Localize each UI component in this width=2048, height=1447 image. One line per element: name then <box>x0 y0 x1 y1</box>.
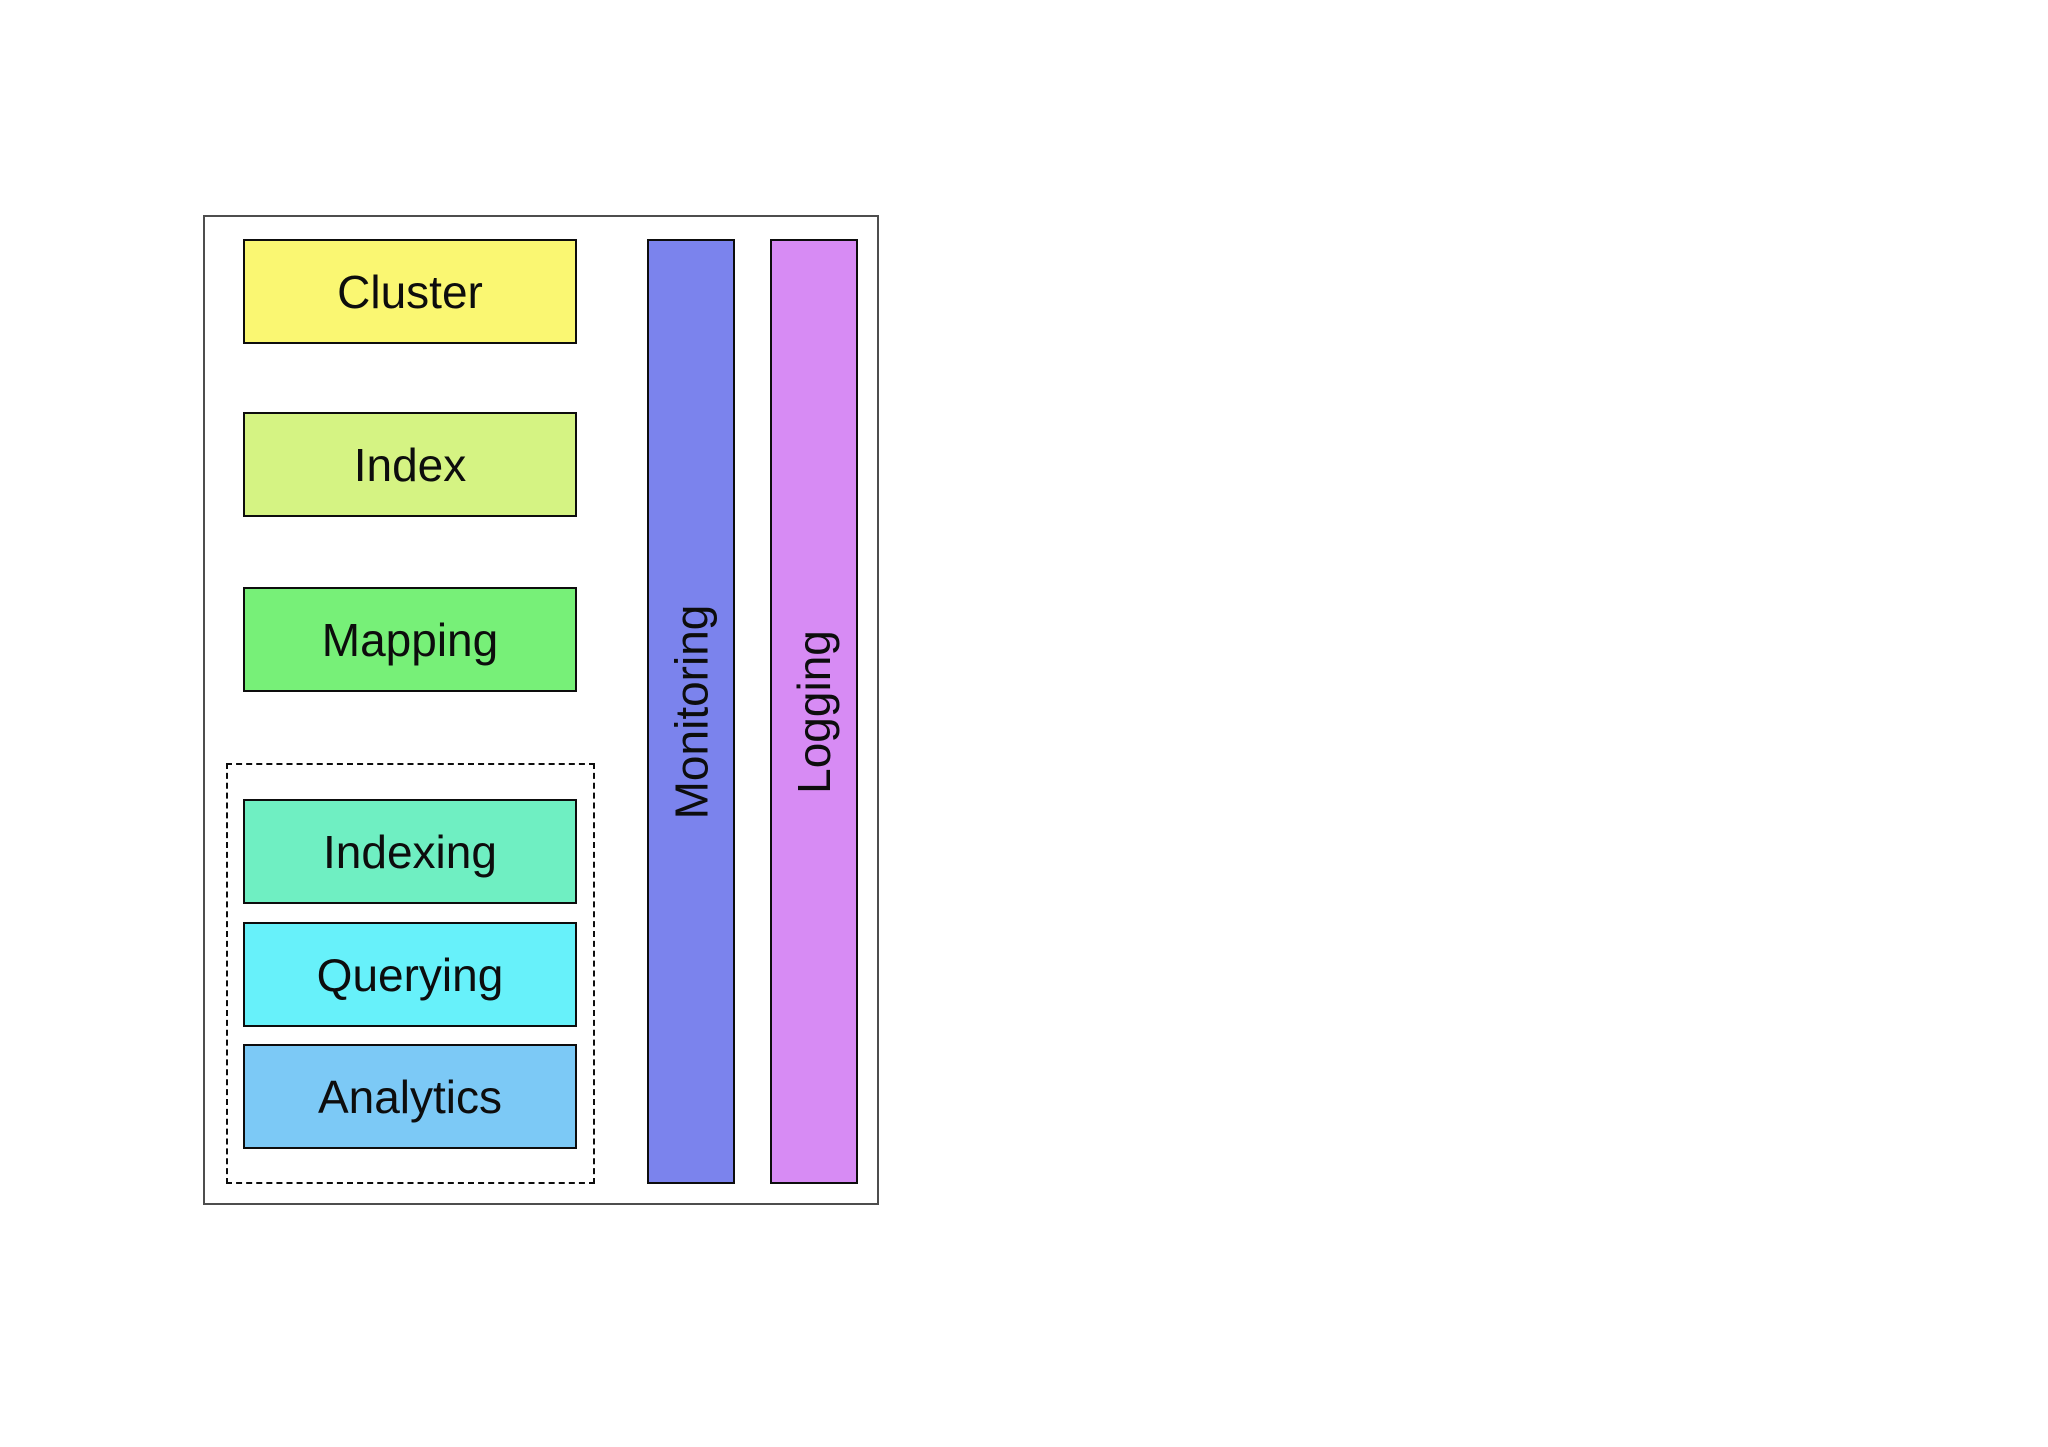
node-mapping: Mapping <box>243 587 577 692</box>
node-cluster-label: Cluster <box>337 265 483 318</box>
dashed-group <box>226 763 595 1184</box>
sidebar-monitoring-label: Monitoring <box>665 604 717 819</box>
sidebar-logging-label: Logging <box>788 629 840 794</box>
node-mapping-label: Mapping <box>321 613 499 666</box>
node-querying-label: Querying <box>316 948 504 1001</box>
sidebar-logging: Logging <box>770 239 858 1184</box>
node-index-label: Index <box>353 438 467 491</box>
node-indexing-label: Indexing <box>323 825 497 878</box>
node-cluster: Cluster <box>243 239 577 344</box>
outer-frame <box>203 215 879 1205</box>
node-analytics-label: Analytics <box>317 1070 503 1123</box>
sidebar-monitoring: Monitoring <box>647 239 735 1184</box>
node-index: Index <box>243 412 577 517</box>
node-indexing: Indexing <box>243 799 577 904</box>
node-analytics: Analytics <box>243 1044 577 1149</box>
node-querying: Querying <box>243 922 577 1027</box>
